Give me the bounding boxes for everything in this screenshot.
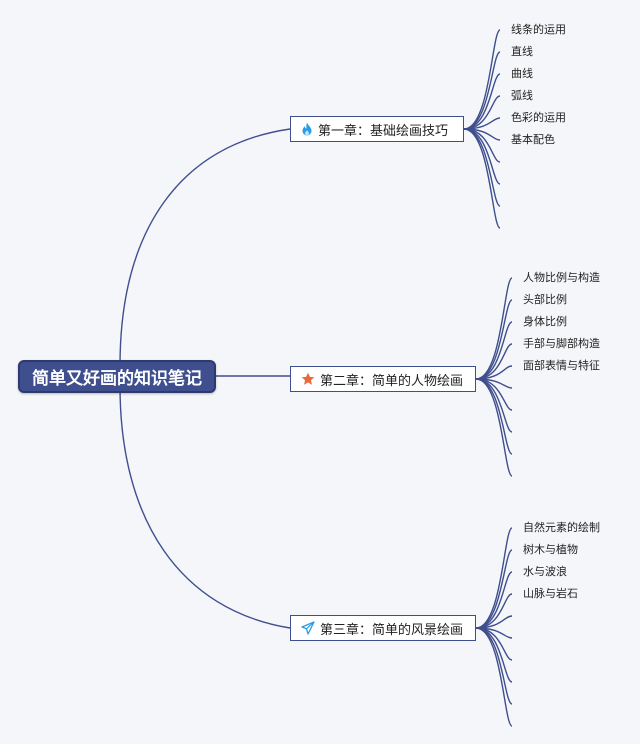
paper-plane-icon bbox=[301, 621, 315, 635]
chapter-1-leaf-5[interactable]: 色彩的运用 bbox=[511, 111, 566, 124]
chapter-3-leaf-4[interactable]: 山脉与岩石 bbox=[523, 587, 578, 600]
flame-icon bbox=[301, 122, 313, 136]
chapter-2-branch-1 bbox=[475, 277, 513, 380]
chapter-2-leaf-4[interactable]: 手部与脚部构造 bbox=[523, 337, 600, 350]
chapter-3-branch-10 bbox=[475, 627, 513, 727]
chapter-1-leaf-4[interactable]: 弧线 bbox=[511, 89, 533, 102]
chapter-1-branch-1 bbox=[463, 29, 501, 130]
chapter-1-leaf-2[interactable]: 直线 bbox=[511, 45, 533, 58]
chapter-2-leaf-2[interactable]: 头部比例 bbox=[523, 293, 567, 306]
chapter-label: 第二章：简单的人物绘画 bbox=[320, 373, 464, 389]
chapter-3-leaf-1[interactable]: 自然元素的绘制 bbox=[523, 521, 600, 534]
root-label: 简单又好画的知识笔记 bbox=[32, 369, 202, 389]
chapter-node-3[interactable]: 第三章：简单的风景绘画 bbox=[290, 615, 476, 641]
root-node[interactable]: 简单又好画的知识笔记 bbox=[18, 360, 216, 393]
root-to-chapter-3-line bbox=[119, 385, 291, 629]
chapter-label: 第三章：简单的风景绘画 bbox=[320, 622, 464, 638]
chapter-3-branch-2 bbox=[475, 549, 513, 629]
chapter-node-1[interactable]: 第一章：基础绘画技巧 bbox=[290, 116, 464, 142]
chapter-2-branch-2 bbox=[475, 299, 513, 380]
chapter-1-branch-10 bbox=[463, 128, 501, 229]
chapter-3-branch-1 bbox=[475, 527, 513, 629]
chapter-2-leaf-5[interactable]: 面部表情与特征 bbox=[523, 359, 600, 372]
chapter-1-leaf-3[interactable]: 曲线 bbox=[511, 67, 533, 80]
chapter-label: 第一章：基础绘画技巧 bbox=[318, 123, 449, 139]
chapter-3-leaf-3[interactable]: 水与波浪 bbox=[523, 565, 567, 578]
chapter-2-leaf-3[interactable]: 身体比例 bbox=[523, 315, 567, 328]
chapter-1-leaf-6[interactable]: 基本配色 bbox=[511, 133, 555, 146]
chapter-2-leaf-1[interactable]: 人物比例与构造 bbox=[523, 271, 600, 284]
chapter-3-leaf-2[interactable]: 树木与植物 bbox=[523, 543, 578, 556]
root-to-chapter-1-line bbox=[119, 128, 291, 367]
chapter-1-leaf-1[interactable]: 线条的运用 bbox=[511, 23, 566, 36]
chapter-node-2[interactable]: 第二章：简单的人物绘画 bbox=[290, 366, 476, 392]
chapter-2-branch-10 bbox=[475, 378, 513, 477]
chapter-1-branch-2 bbox=[463, 51, 501, 130]
star-icon bbox=[301, 372, 315, 386]
